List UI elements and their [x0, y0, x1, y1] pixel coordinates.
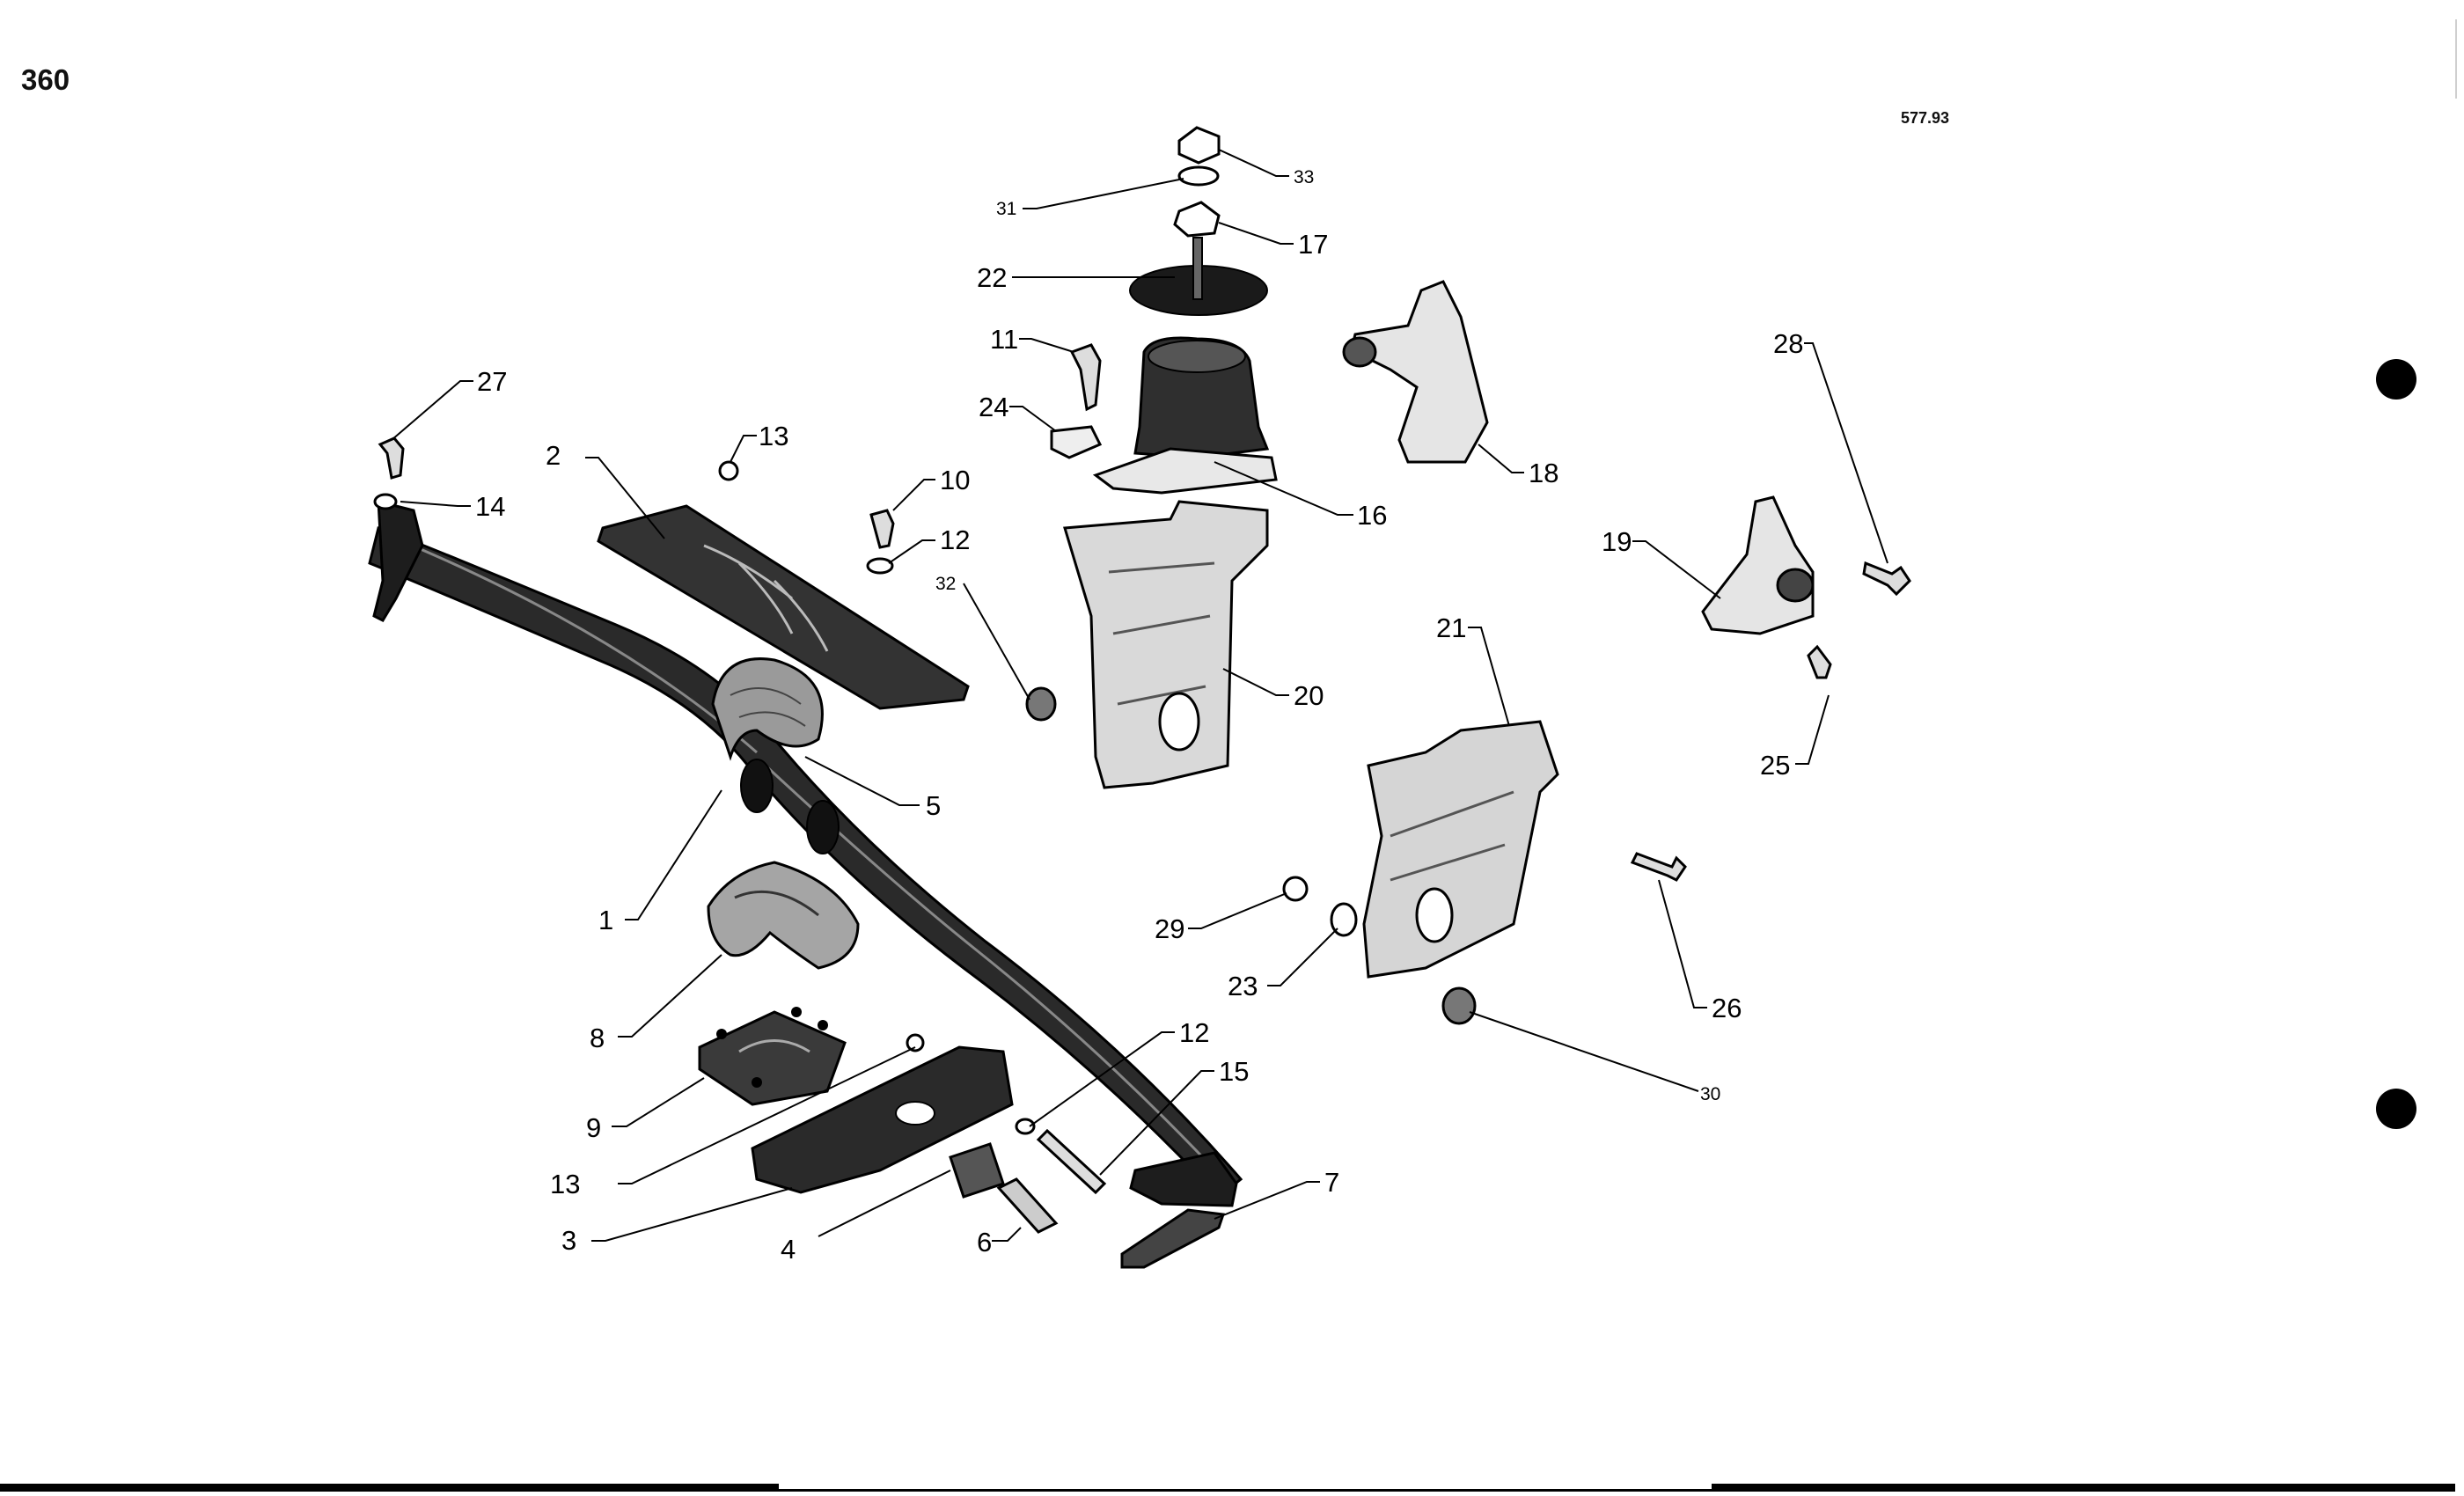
svg-text:33: 33 — [1294, 167, 1314, 187]
part-engine-mount — [1092, 237, 1278, 495]
callout-10: 10 — [940, 465, 970, 495]
bottom-rule — [779, 1489, 1712, 1492]
svg-text:7: 7 — [1324, 1167, 1339, 1198]
callout-16: 16 — [1357, 500, 1387, 531]
callout-1: 1 — [598, 905, 613, 935]
part-upper-insulator — [711, 657, 824, 761]
svg-text:28: 28 — [1773, 328, 1803, 359]
part-strap — [1120, 1208, 1226, 1269]
svg-text:12: 12 — [940, 524, 970, 555]
callout-8: 8 — [590, 1023, 605, 1053]
callout-4: 4 — [781, 1234, 796, 1265]
callout-23: 23 — [1228, 971, 1258, 1001]
svg-text:32: 32 — [935, 574, 956, 594]
svg-text:19: 19 — [1602, 526, 1632, 557]
svg-text:25: 25 — [1760, 750, 1790, 781]
svg-text:9: 9 — [586, 1112, 601, 1143]
callout-2: 2 — [546, 440, 561, 471]
part-bush-pin-bolt — [949, 1118, 1107, 1234]
leader-lines — [391, 149, 1888, 1242]
callout-32: 32 — [935, 574, 956, 594]
svg-text:31: 31 — [996, 199, 1016, 219]
svg-text:1: 1 — [598, 905, 613, 935]
callout-7: 7 — [1324, 1167, 1339, 1198]
figure-code: 577.93 — [1901, 109, 1950, 127]
margin-rule — [2455, 19, 2457, 99]
callout-29: 29 — [1155, 913, 1184, 944]
part-bolt-11 — [1050, 343, 1103, 459]
callout-13-upper: 13 — [759, 421, 788, 451]
callout-17: 17 — [1298, 229, 1328, 260]
callout-5: 5 — [926, 790, 941, 821]
part-top-bracket — [1342, 280, 1489, 464]
part-nut-washer-spacer — [1173, 126, 1221, 238]
bottom-rule — [0, 1484, 779, 1492]
svg-text:16: 16 — [1357, 500, 1387, 531]
svg-text:14: 14 — [475, 491, 505, 522]
part-mount-bracket — [751, 1045, 1014, 1194]
part-upper-clamp — [597, 504, 970, 710]
callout-11: 11 — [990, 324, 1018, 355]
callout-18: 18 — [1529, 458, 1558, 488]
svg-text:13: 13 — [759, 421, 788, 451]
binding-hole-mark — [2376, 359, 2416, 400]
svg-text:17: 17 — [1298, 229, 1328, 260]
part-front-bracket — [1063, 500, 1269, 789]
svg-text:2: 2 — [546, 440, 561, 471]
svg-text:4: 4 — [781, 1234, 796, 1265]
callout-6: 6 — [977, 1227, 992, 1258]
svg-text:18: 18 — [1529, 458, 1558, 488]
binding-hole-mark — [2376, 1089, 2416, 1129]
svg-text:3: 3 — [561, 1225, 576, 1256]
part-small-fasteners — [373, 436, 1911, 1052]
callout-33: 33 — [1294, 167, 1314, 187]
svg-text:23: 23 — [1228, 971, 1258, 1001]
page-number: 360 — [21, 63, 70, 96]
callout-15: 15 — [1219, 1056, 1249, 1087]
callout-27: 27 — [477, 366, 507, 397]
callout-9: 9 — [586, 1112, 601, 1143]
svg-text:12: 12 — [1179, 1017, 1209, 1048]
part-lower-plate — [698, 1007, 847, 1106]
callout-19: 19 — [1602, 526, 1632, 557]
callout-28: 28 — [1773, 328, 1803, 359]
svg-text:5: 5 — [926, 790, 941, 821]
svg-text:26: 26 — [1712, 993, 1742, 1023]
callout-3: 3 — [561, 1225, 576, 1256]
callout-26: 26 — [1712, 993, 1742, 1023]
part-lower-insulator — [707, 861, 860, 970]
callout-12-lower: 12 — [1179, 1017, 1209, 1048]
callout-25: 25 — [1760, 750, 1790, 781]
svg-text:22: 22 — [977, 262, 1007, 293]
callout-20: 20 — [1294, 680, 1324, 711]
svg-text:27: 27 — [477, 366, 507, 397]
callout-22: 22 — [977, 262, 1007, 293]
svg-text:29: 29 — [1155, 913, 1184, 944]
callout-12-upper: 12 — [940, 524, 970, 555]
svg-text:30: 30 — [1700, 1084, 1720, 1104]
callout-21: 21 — [1436, 612, 1466, 643]
svg-text:13: 13 — [550, 1169, 580, 1199]
svg-text:11: 11 — [990, 324, 1018, 355]
callout-31: 31 — [996, 199, 1016, 219]
svg-text:21: 21 — [1436, 612, 1466, 643]
svg-text:6: 6 — [977, 1227, 992, 1258]
callout-24: 24 — [979, 392, 1008, 422]
svg-text:15: 15 — [1219, 1056, 1249, 1087]
callout-13-lower: 13 — [550, 1169, 580, 1199]
bottom-rule — [1712, 1484, 2455, 1492]
callout-30: 30 — [1700, 1084, 1720, 1104]
part-rear-bracket — [1362, 720, 1559, 979]
svg-text:24: 24 — [979, 392, 1008, 422]
svg-text:8: 8 — [590, 1023, 605, 1053]
part-crossmember — [368, 500, 1243, 1207]
svg-text:10: 10 — [940, 465, 970, 495]
svg-text:20: 20 — [1294, 680, 1324, 711]
callout-14: 14 — [475, 491, 505, 522]
part-side-bracket — [1701, 495, 1815, 635]
